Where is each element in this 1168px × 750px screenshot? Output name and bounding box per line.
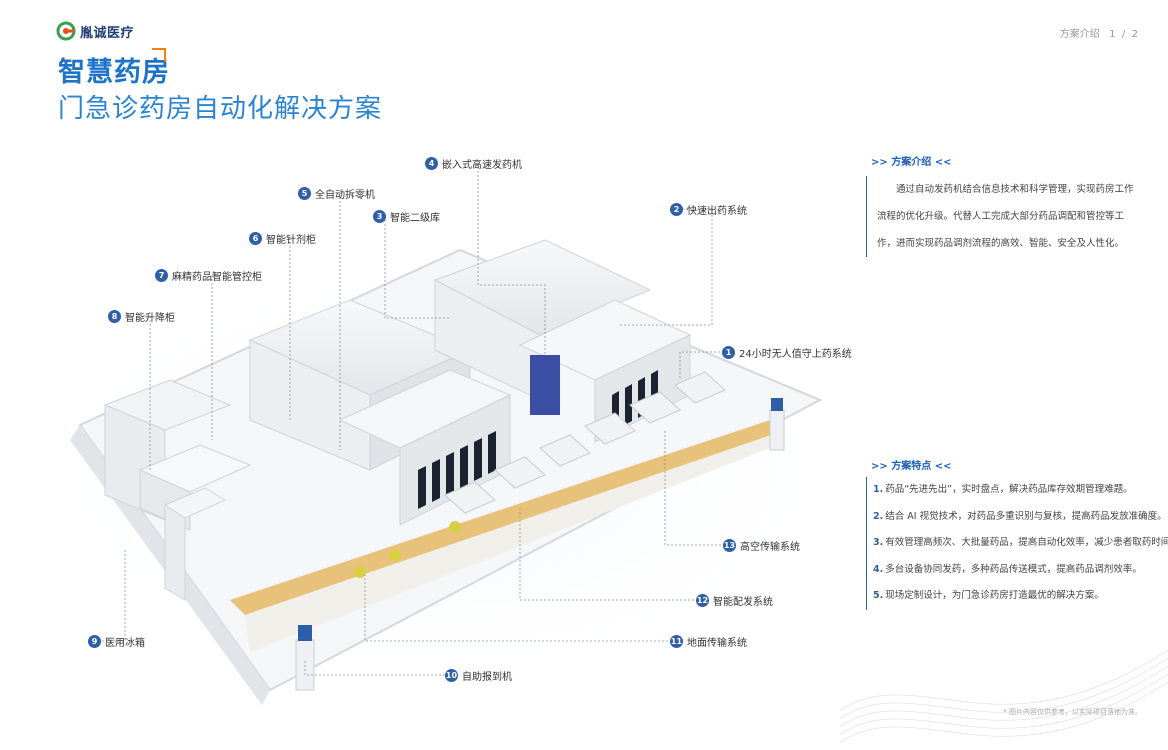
callout-number-badge: 2 (670, 203, 683, 216)
wave-decoration (840, 649, 1168, 743)
callout-embedded-dispenser: 4 嵌入式高速发药机 (425, 156, 522, 171)
callout-number-badge: 7 (155, 269, 168, 282)
page-indicator: 方案介绍 1 / 2 (1059, 29, 1138, 40)
callout-label: 智能升降柜 (125, 313, 175, 324)
callout-label: 医用冰箱 (105, 638, 145, 649)
callout-medical-fridge: 9 医用冰箱 (88, 634, 145, 649)
callout-label: 24小时无人值守上药系统 (739, 349, 852, 360)
callout-fast-dispensing: 2 快速出药系统 (670, 202, 747, 217)
callout-number-badge: 4 (425, 157, 438, 170)
callout-label: 全自动拆零机 (315, 190, 375, 201)
list-item: 4.多台设备协同发药，多种药品传送模式，提高药品调剂效率。 (873, 557, 1153, 584)
pharmacy-illustration (20, 163, 860, 705)
feature-number: 4. (873, 563, 884, 575)
callout-number-badge: 10 (445, 669, 458, 682)
callout-self-checkin-kiosk: 10 自助报到机 (445, 668, 512, 683)
list-item: 3.有效管理高频次、大批量药品，提高自动化效率，减少患者取药时间。 (873, 530, 1168, 557)
callout-number-badge: 9 (88, 635, 101, 648)
feature-text: 有效管理高频次、大批量药品，提高自动化效率，减少患者取药时间。 (885, 537, 1168, 548)
callout-label: 智能针剂柜 (266, 235, 316, 246)
callout-auto-splitting: 5 全自动拆零机 (298, 186, 375, 201)
feature-number: 1. (873, 484, 884, 495)
feature-text: 现场定制设计，为门急诊药房打造最优的解决方案。 (885, 590, 1104, 601)
feature-number: 2. (873, 510, 884, 522)
callout-narcotics-cabinet: 7 麻精药品智能管控柜 (155, 268, 262, 283)
callout-number-badge: 5 (298, 187, 311, 200)
intro-heading: >> 方案介绍 << (871, 157, 952, 168)
intro-body: 通过自动发药机结合信息技术和科学管理，实现药房工作流程的优化升级。代替人工完成大… (866, 176, 1139, 257)
callout-number-badge: 11 (670, 635, 683, 648)
brand-logo: 胤诚医疗 (56, 21, 134, 41)
callout-label: 嵌入式高速发药机 (442, 160, 522, 171)
callout-secondary-storage: 3 智能二级库 (373, 209, 440, 224)
callout-label: 麻精药品智能管控柜 (172, 272, 262, 283)
callout-floor-conveyor: 11 地面传输系统 (670, 634, 747, 649)
feature-number: 3. (873, 537, 884, 548)
brand-name: 胤诚医疗 (80, 25, 135, 41)
callout-label: 高空传输系统 (740, 542, 800, 553)
callout-number-badge: 12 (696, 594, 709, 607)
feature-number: 5. (873, 590, 884, 601)
callout-label: 自助报到机 (462, 672, 512, 683)
list-item: 2.结合 AI 视觉技术，对药品多重识别与复核，提高药品发放准确度。 (873, 504, 1167, 531)
list-item: 5.现场定制设计，为门急诊药房打造最优的解决方案。 (873, 583, 1153, 610)
feature-text: 药品“先进先出”，实时盘点，解决药品库存效期管理难题。 (885, 484, 1133, 495)
page-title: 智慧药房 (58, 57, 170, 88)
callout-number-badge: 6 (249, 232, 262, 245)
callout-overhead-conveyor: 13 高空传输系统 (723, 538, 800, 553)
callout-lifting-cabinet: 8 智能升降柜 (108, 309, 175, 324)
logo-icon (56, 21, 76, 41)
list-item: 1.药品“先进先出”，实时盘点，解决药品库存效期管理难题。 (873, 477, 1153, 504)
callout-label: 地面传输系统 (687, 638, 747, 649)
callout-number-badge: 8 (108, 310, 121, 323)
features-heading: >> 方案特点 << (871, 461, 952, 472)
callout-number-badge: 1 (722, 346, 735, 359)
page-subtitle: 门急诊药房自动化解决方案 (58, 94, 383, 124)
callout-number-badge: 13 (723, 539, 736, 552)
callout-label: 智能配发系统 (713, 597, 773, 608)
callout-smart-distribution: 12 智能配发系统 (696, 593, 773, 608)
features-list: 1.药品“先进先出”，实时盘点，解决药品库存效期管理难题。 2.结合 AI 视觉… (866, 477, 1168, 610)
feature-text: 结合 AI 视觉技术，对药品多重识别与复核，提高药品发放准确度。 (885, 510, 1167, 522)
feature-text: 多台设备协同发药，多种药品传送模式，提高药品调剂效率。 (885, 563, 1142, 575)
disclaimer-note: * 图片内容仅供参考，以实际项目落地为准。 (1003, 708, 1142, 716)
callout-number-badge: 3 (373, 210, 386, 223)
callout-injection-cabinet: 6 智能针剂柜 (249, 231, 316, 246)
callout-label: 智能二级库 (390, 213, 440, 224)
callout-24h-unattended-loading: 1 24小时无人值守上药系统 (722, 345, 852, 360)
callout-label: 快速出药系统 (687, 206, 747, 217)
title-corner-mark (152, 48, 166, 62)
